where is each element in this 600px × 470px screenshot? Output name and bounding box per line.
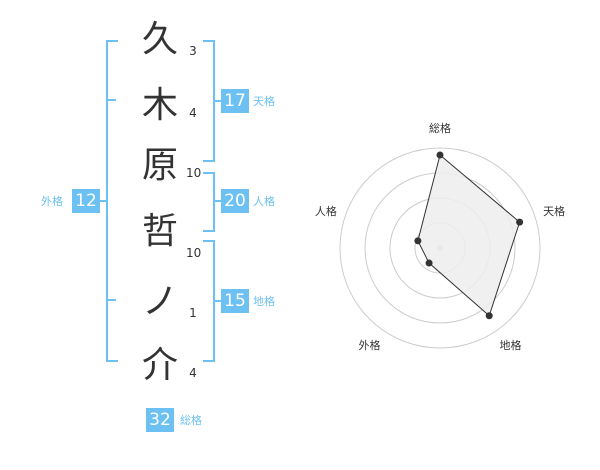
stroke-count-2: 4 — [189, 106, 197, 120]
radar-axis-label-0: 総格 — [429, 121, 451, 135]
radar-axis-label-4: 人格 — [315, 204, 337, 218]
jinkaku-bracket — [203, 172, 215, 232]
chikaku-label: 地格 — [253, 295, 275, 308]
name-char-3: 原 — [141, 145, 178, 186]
jinkaku-value-badge: 20 — [221, 189, 249, 213]
chikaku-connector — [213, 300, 221, 302]
radar-series — [414, 151, 524, 320]
stroke-count-6: 4 — [189, 366, 197, 380]
radar-axis-label-3: 外格 — [358, 338, 380, 352]
soukaku-value-badge: 32 — [146, 408, 174, 432]
tenkaku-connector — [213, 100, 221, 102]
stroke-count-5: 1 — [189, 306, 197, 320]
radar-polygon — [417, 154, 521, 317]
gaikaku-connector — [100, 200, 108, 202]
radar-point-1 — [516, 218, 524, 226]
name-char-5: ノ — [141, 281, 178, 322]
gaikaku-tick-1 — [106, 99, 116, 101]
name-char-4: 哲 — [141, 211, 178, 252]
name-char-6: 介 — [141, 345, 178, 386]
tenkaku-label: 天格 — [253, 95, 275, 108]
radar-point-4 — [414, 237, 422, 245]
gaikaku-value-badge: 12 — [72, 189, 100, 213]
radar-axis-label-2: 地格 — [500, 338, 522, 352]
jinkaku-label: 人格 — [253, 195, 275, 208]
radar-point-0 — [436, 151, 444, 159]
stroke-count-4: 10 — [186, 246, 202, 260]
radar-axis-label-1: 天格 — [543, 204, 565, 218]
stroke-count-3: 10 — [186, 166, 202, 180]
name-char-1: 久 — [141, 19, 178, 60]
gaikaku-tick-2 — [106, 299, 116, 301]
gaikaku-label: 外格 — [41, 195, 63, 208]
radar-point-2 — [485, 312, 493, 320]
radar-point-3 — [425, 259, 433, 267]
soukaku-label: 総格 — [180, 414, 202, 427]
stroke-count-1: 3 — [189, 44, 197, 58]
chikaku-value-badge: 15 — [221, 289, 249, 313]
radar-ring — [339, 147, 541, 349]
name-char-2: 木 — [141, 85, 178, 126]
tenkaku-value-badge: 17 — [221, 89, 249, 113]
jinkaku-connector — [213, 200, 221, 202]
